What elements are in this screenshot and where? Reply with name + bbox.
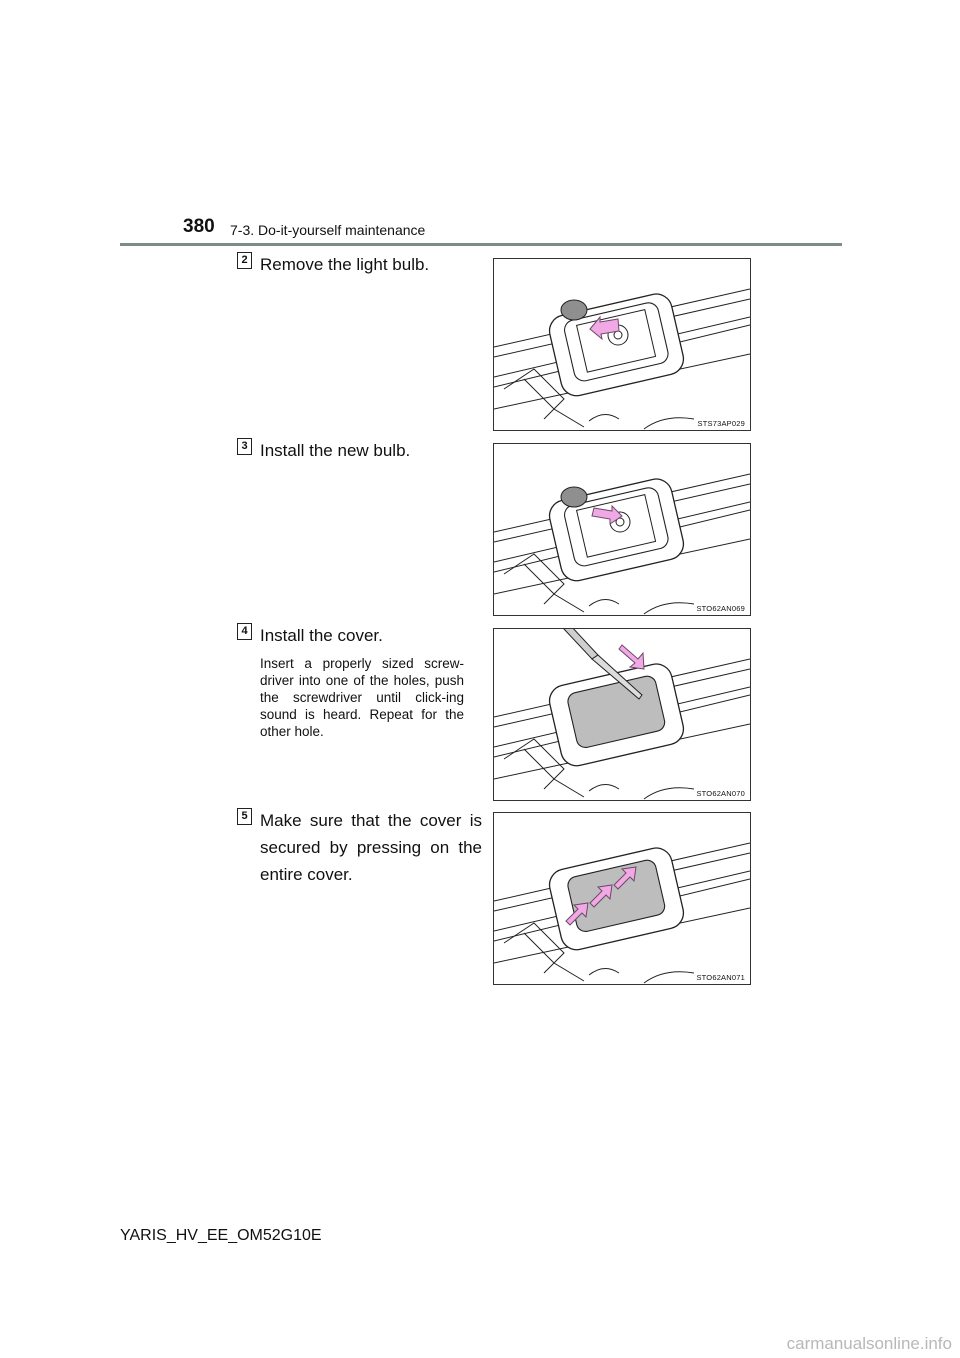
document-id: YARIS_HV_EE_OM52G10E	[120, 1227, 322, 1244]
figure-code: STO62AN071	[696, 973, 745, 982]
step-text-4: Install the cover.	[260, 626, 383, 645]
step-number-5: 5	[237, 808, 252, 825]
illustration-install-bulb	[494, 473, 750, 615]
figure-code: STS73AP029	[697, 419, 745, 428]
step-number-4: 4	[237, 623, 252, 640]
illustration-remove-bulb	[494, 288, 750, 430]
figure-code: STO62AN069	[696, 604, 745, 613]
step-text-2: Remove the light bulb.	[260, 255, 430, 274]
page-number: 380	[183, 216, 215, 237]
figure-secure-cover: STO62AN071	[493, 812, 751, 985]
section-title: 7-3. Do-it-yourself maintenance	[230, 222, 426, 238]
illustration-install-cover	[494, 629, 750, 800]
step-number-3: 3	[237, 438, 252, 455]
figure-install-bulb: STO62AN069	[493, 443, 751, 616]
step-number-2: 2	[237, 252, 252, 269]
watermark: carmanualsonline.info	[786, 1334, 952, 1353]
illustration-secure-cover	[494, 842, 750, 984]
step-note-4: Insert a properly sized screw-driver int…	[260, 656, 464, 739]
figure-install-cover: STO62AN070	[493, 628, 751, 801]
step-text-5: Make sure that the cover is secured by p…	[260, 811, 482, 884]
step-text-3: Install the new bulb.	[260, 441, 411, 460]
figure-code: STO62AN070	[696, 789, 745, 798]
figure-remove-bulb: STS73AP029	[493, 258, 751, 431]
header-rule	[120, 243, 842, 246]
